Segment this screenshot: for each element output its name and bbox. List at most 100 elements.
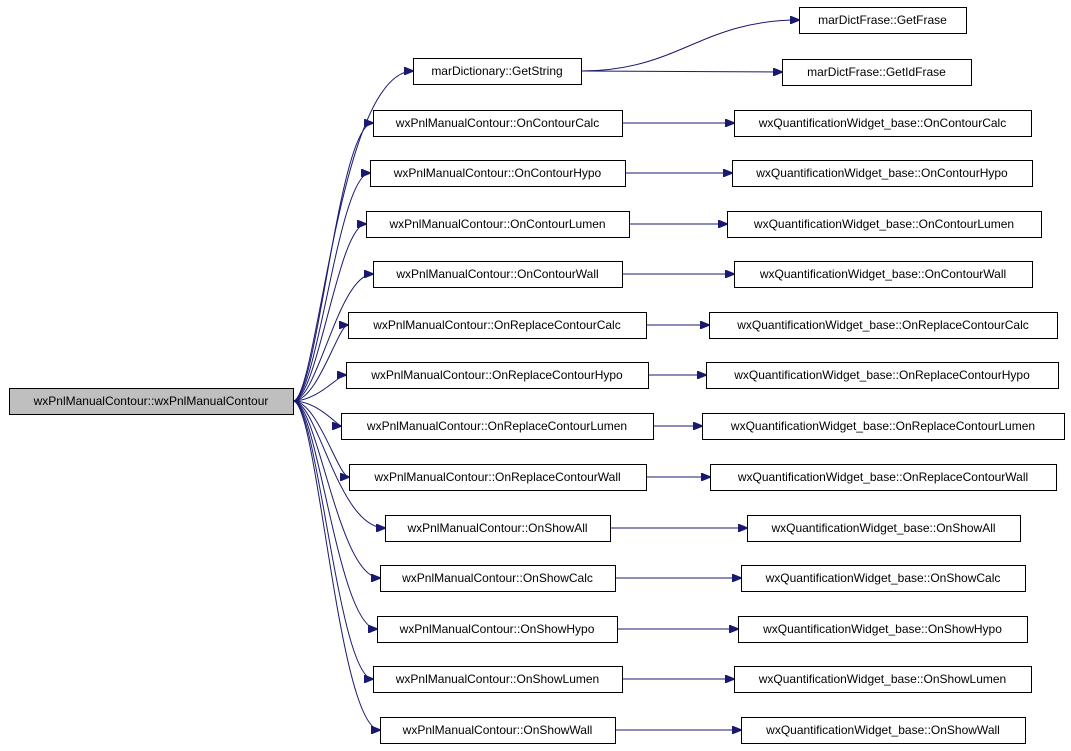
edge-root-to-c7	[292, 400, 341, 426]
edge-root-to-c11	[292, 400, 377, 629]
node-label: wxQuantificationWidget_base::OnReplaceCo…	[736, 318, 1029, 332]
node-label: wxQuantificationWidget_base::OnShowHypo	[762, 622, 1002, 636]
node-c7[interactable]: wxPnlManualContour::OnReplaceContourLume…	[341, 413, 654, 440]
node-label: wxPnlManualContour::OnContourLumen	[388, 217, 605, 231]
node-label: wxPnlManualContour::OnReplaceContourWall	[373, 470, 620, 484]
node-label: wxPnlManualContour::wxPnlManualContour	[33, 394, 269, 408]
node-label: wxQuantificationWidget_base::OnContourWa…	[759, 267, 1006, 281]
node-b1[interactable]: wxQuantificationWidget_base::OnContourCa…	[734, 110, 1032, 137]
edge-root-to-c5	[292, 325, 348, 402]
node-c11[interactable]: wxPnlManualContour::OnShowHypo	[377, 616, 618, 643]
node-c5[interactable]: wxPnlManualContour::OnReplaceContourCalc	[348, 312, 647, 339]
node-box	[738, 616, 1028, 643]
node-b2[interactable]: wxQuantificationWidget_base::OnContourHy…	[732, 160, 1033, 187]
node-label: wxPnlManualContour::OnContourCalc	[395, 116, 599, 130]
node-c1[interactable]: wxPnlManualContour::OnContourCalc	[373, 110, 623, 137]
node-label: wxQuantificationWidget_base::OnContourLu…	[753, 217, 1014, 231]
node-box	[380, 717, 616, 744]
node-b11[interactable]: wxQuantificationWidget_base::OnShowHypo	[738, 616, 1028, 643]
node-c6[interactable]: wxPnlManualContour::OnReplaceContourHypo	[346, 362, 649, 389]
node-label: wxPnlManualContour::OnShowLumen	[395, 672, 599, 686]
node-box	[9, 388, 294, 415]
node-label: wxQuantificationWidget_base::OnShowLumen	[758, 672, 1006, 686]
edges-layer	[292, 20, 799, 730]
edge-root-to-c1	[292, 123, 373, 402]
node-c13[interactable]: wxPnlManualContour::OnShowWall	[380, 717, 616, 744]
node-getFrase[interactable]: marDictFrase::GetFrase	[799, 7, 967, 34]
edge-root-to-c12	[292, 400, 373, 679]
node-label: marDictionary::GetString	[431, 64, 562, 78]
node-b12[interactable]: wxQuantificationWidget_base::OnShowLumen	[734, 666, 1032, 693]
node-b10[interactable]: wxQuantificationWidget_base::OnShowCalc	[741, 565, 1026, 592]
node-box	[346, 362, 649, 389]
node-box	[341, 413, 654, 440]
node-getString[interactable]: marDictionary::GetString	[413, 58, 582, 85]
node-box	[380, 565, 616, 592]
node-c2[interactable]: wxPnlManualContour::OnContourHypo	[370, 160, 626, 187]
node-label: wxPnlManualContour::OnShowHypo	[399, 622, 595, 636]
node-label: wxQuantificationWidget_base::OnReplaceCo…	[737, 470, 1028, 484]
node-box	[799, 7, 967, 34]
node-label: wxQuantificationWidget_base::OnShowCalc	[765, 571, 1001, 585]
node-box	[385, 515, 611, 542]
node-box	[709, 312, 1058, 339]
node-label: wxPnlManualContour::OnReplaceContourHypo	[370, 368, 623, 382]
edge-root-to-c9	[292, 400, 385, 528]
node-b9[interactable]: wxQuantificationWidget_base::OnShowAll	[747, 515, 1021, 542]
node-label: wxQuantificationWidget_base::OnReplaceCo…	[730, 419, 1035, 433]
node-c12[interactable]: wxPnlManualContour::OnShowLumen	[373, 666, 623, 693]
edge-root-to-c13	[292, 400, 380, 730]
node-label: wxQuantificationWidget_base::OnContourCa…	[758, 116, 1006, 130]
node-box	[366, 211, 630, 238]
node-label: wxPnlManualContour::OnShowAll	[406, 521, 587, 535]
nodes-layer: wxPnlManualContour::wxPnlManualContour ma…	[9, 7, 1065, 744]
node-b6[interactable]: wxQuantificationWidget_base::OnReplaceCo…	[706, 362, 1059, 389]
node-c9[interactable]: wxPnlManualContour::OnShowAll	[385, 515, 611, 542]
node-label: marDictFrase::GetFrase	[818, 13, 947, 27]
node-label: wxPnlManualContour::OnShowCalc	[401, 571, 593, 585]
edge-root-to-c4	[292, 274, 373, 402]
node-b5[interactable]: wxQuantificationWidget_base::OnReplaceCo…	[709, 312, 1058, 339]
node-b3[interactable]: wxQuantificationWidget_base::OnContourLu…	[727, 211, 1042, 238]
node-c4[interactable]: wxPnlManualContour::OnContourWall	[373, 261, 623, 288]
edge-root-to-c10	[292, 400, 380, 578]
node-label: wxQuantificationWidget_base::OnReplaceCo…	[733, 368, 1030, 382]
node-box	[734, 261, 1033, 288]
node-box	[727, 211, 1042, 238]
node-box	[706, 362, 1059, 389]
node-c10[interactable]: wxPnlManualContour::OnShowCalc	[380, 565, 616, 592]
node-box	[349, 464, 647, 491]
node-label: wxPnlManualContour::OnShowWall	[402, 723, 593, 737]
node-box	[348, 312, 647, 339]
node-label: marDictFrase::GetIdFrase	[807, 65, 946, 79]
node-box	[734, 110, 1032, 137]
edge-root-to-c6	[292, 375, 346, 402]
node-label: wxQuantificationWidget_base::OnContourHy…	[755, 166, 1008, 180]
node-box	[732, 160, 1033, 187]
edge-root-to-c3	[292, 224, 366, 402]
node-box	[413, 58, 582, 85]
node-box	[782, 59, 972, 86]
node-getIdFrase[interactable]: marDictFrase::GetIdFrase	[782, 59, 972, 86]
node-box	[373, 261, 623, 288]
node-c8[interactable]: wxPnlManualContour::OnReplaceContourWall	[349, 464, 647, 491]
node-label: wxPnlManualContour::OnReplaceContourCalc	[372, 318, 620, 332]
edge-getString-to-getIdFrase	[580, 71, 782, 72]
node-b8[interactable]: wxQuantificationWidget_base::OnReplaceCo…	[710, 464, 1057, 491]
node-box	[373, 666, 623, 693]
node-b13[interactable]: wxQuantificationWidget_base::OnShowWall	[741, 717, 1026, 744]
node-box	[702, 413, 1065, 440]
node-c3[interactable]: wxPnlManualContour::OnContourLumen	[366, 211, 630, 238]
node-box	[741, 717, 1026, 744]
node-b4[interactable]: wxQuantificationWidget_base::OnContourWa…	[734, 261, 1033, 288]
node-label: wxPnlManualContour::OnReplaceContourLume…	[366, 419, 627, 433]
node-label: wxQuantificationWidget_base::OnShowAll	[770, 521, 995, 535]
node-box	[741, 565, 1026, 592]
node-box	[710, 464, 1057, 491]
node-label: wxQuantificationWidget_base::OnShowWall	[765, 723, 1000, 737]
node-box	[734, 666, 1032, 693]
edge-root-to-c2	[292, 173, 370, 402]
edge-getString-to-getFrase	[580, 20, 799, 72]
node-b7[interactable]: wxQuantificationWidget_base::OnReplaceCo…	[702, 413, 1065, 440]
